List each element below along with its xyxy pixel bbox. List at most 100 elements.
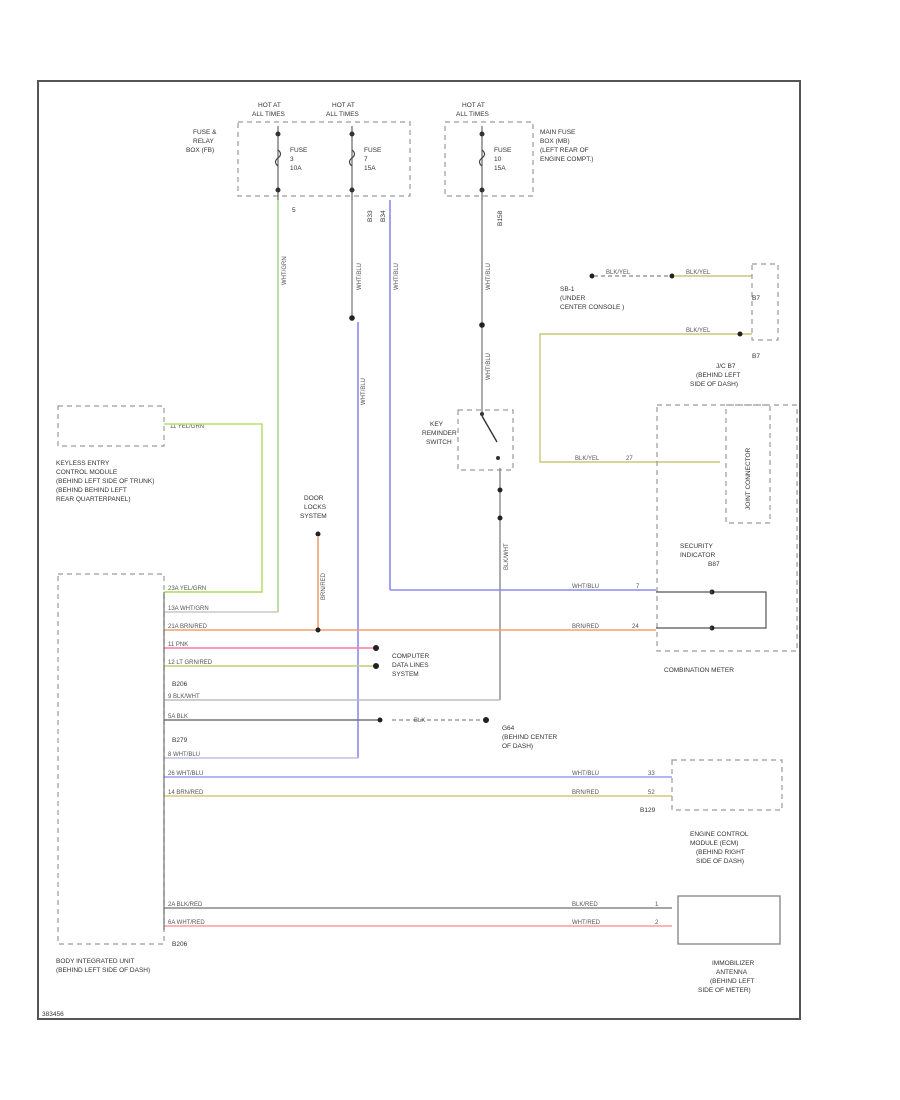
- wire-label-top3: WHT/BLU: [361, 378, 367, 405]
- biu-l1: BODY INTEGRATED UNIT: [56, 958, 135, 965]
- fuse-box-right-l4: ENGINE COMPT.): [540, 156, 593, 163]
- svg-text:6A WHT/RED: 6A WHT/RED: [168, 920, 205, 926]
- ecm-l2: MODULE (ECM): [690, 840, 738, 847]
- sec-blu-label: WHT/BLU: [572, 584, 599, 590]
- brn-red-splice: [315, 627, 321, 633]
- imm-blk-pin: 1: [655, 902, 659, 908]
- svg-text:12 LT GRN/RED: 12 LT GRN/RED: [168, 660, 213, 666]
- key-switch-l2: REMINDER: [422, 430, 457, 437]
- door-locks-l2: LOCKS: [304, 504, 327, 511]
- svg-text:21A BRN/RED: 21A BRN/RED: [168, 624, 208, 630]
- ecm-l1: ENGINE CONTROL: [690, 831, 749, 838]
- svg-text:8 WHT/BLU: 8 WHT/BLU: [168, 752, 200, 758]
- keyless-l3: (BEHIND LEFT SIDE OF TRUNK): [56, 478, 154, 485]
- fuse-box-left-l1: FUSE &: [193, 129, 217, 136]
- computer-dot2: [373, 663, 379, 669]
- fuse-box-right-l2: BOX (MB): [540, 138, 570, 145]
- ecm-box: [671, 759, 783, 811]
- figure-id: 383456: [42, 1011, 64, 1018]
- wire-label-fuse10: WHT/BLU: [486, 263, 492, 290]
- sec-brn-pin: 24: [632, 624, 639, 630]
- hot-at-2-l1: HOT AT: [332, 102, 355, 109]
- immobilizer-box: [677, 895, 781, 945]
- sb1-wire-label-right: BLK/YEL: [686, 270, 711, 276]
- key-switch-blade: [481, 415, 498, 443]
- svg-text:10: 10: [494, 156, 502, 163]
- fuse-10: FUSE 10 15A: [478, 126, 512, 200]
- jc-pin: 27: [626, 456, 633, 462]
- svg-text:15A: 15A: [494, 165, 506, 172]
- sb1-dot-left: [589, 273, 595, 279]
- key-switch-contact: [496, 456, 500, 460]
- sec-blu-pin: 7: [636, 584, 640, 590]
- wire-label-top2: WHT/BLU: [357, 263, 363, 290]
- computer-data-l3: SYSTEM: [392, 671, 419, 678]
- wire-label-fuse10-lower: WHT/BLU: [486, 353, 492, 380]
- jc-b7-l2: (BEHIND LEFT: [696, 372, 740, 379]
- imm-l3: (BEHIND LEFT: [710, 978, 754, 985]
- sb1-l2: (UNDER: [560, 295, 586, 302]
- hot-at-3-l2: ALL TIMES: [456, 111, 490, 118]
- g64-blk-label: BLK: [414, 718, 425, 724]
- ecm-l3: (BEHIND RIGHT: [696, 849, 745, 856]
- hot-at-1-l1: HOT AT: [258, 102, 281, 109]
- ecm-brn-pin: 52: [648, 790, 655, 796]
- ecm-brn-label: BRN/RED: [572, 790, 600, 796]
- svg-text:26 WHT/BLU: 26 WHT/BLU: [168, 771, 203, 777]
- sb1-l1: SB-1: [560, 286, 575, 293]
- security-l2: INDICATOR: [680, 552, 715, 559]
- fuse-box-right-l3: (LEFT REAR OF: [540, 147, 589, 154]
- sec-brn-label: BRN/RED: [572, 624, 600, 630]
- keyless-l4: (BEHIND BEHIND LEFT: [56, 487, 127, 494]
- sb1-l3: CENTER CONSOLE ): [560, 304, 624, 311]
- key-out-label: BLK/WHT: [504, 543, 510, 570]
- svg-text:FUSE: FUSE: [494, 147, 512, 154]
- fuse-box-right-l1: MAIN FUSE: [540, 129, 576, 136]
- sb1-output-wire: [539, 333, 752, 463]
- svg-text:15A: 15A: [364, 165, 376, 172]
- key-out-dot2: [497, 515, 503, 521]
- wire-label-top4: WHT/BLU: [394, 263, 400, 290]
- imm-l2: ANTENNA: [716, 969, 748, 976]
- splice-fuse7: [349, 315, 355, 321]
- door-locks-wire-label: BRN/RED: [321, 572, 327, 600]
- door-locks-l1: DOOR: [304, 495, 324, 502]
- hot-at-3-l1: HOT AT: [462, 102, 485, 109]
- key-switch-l1: KEY: [430, 421, 444, 428]
- sb1-connector: [751, 263, 779, 341]
- jc-in-label: BLK/YEL: [575, 456, 600, 462]
- key-out-dot: [497, 487, 503, 493]
- hot-at-1-l2: ALL TIMES: [252, 111, 286, 118]
- keyless-pin: 11 YEL/GRN: [170, 424, 204, 430]
- sb1-wire-label-left: BLK/YEL: [606, 270, 631, 276]
- body-integrated-unit-box: [57, 573, 165, 945]
- imm-blk-label: BLK/RED: [572, 902, 598, 908]
- sb1-out-label: BLK/YEL: [686, 328, 711, 334]
- svg-text:3: 3: [290, 156, 294, 163]
- conn-5: 5: [292, 207, 296, 214]
- key-reminder-box: [457, 409, 514, 471]
- svg-text:FUSE: FUSE: [290, 147, 308, 154]
- svg-text:14 BRN/RED: 14 BRN/RED: [168, 790, 204, 796]
- b129: B129: [640, 807, 656, 814]
- b206-bottom: B206: [172, 941, 188, 948]
- joint-connector-label: JOINT CONNECTOR: [745, 447, 752, 510]
- b7-bottom: B7: [752, 353, 760, 360]
- g64-l2: (BEHIND CENTER: [502, 734, 558, 741]
- b7-top: B7: [752, 295, 760, 302]
- combination-meter-box: [656, 404, 798, 652]
- g64-l1: G64: [502, 725, 515, 732]
- security-indicator-loop: [712, 591, 767, 629]
- svg-text:13A WHT/GRN: 13A WHT/GRN: [168, 606, 209, 612]
- diagram-frame: [37, 80, 801, 1020]
- ecm-blu-pin: 33: [648, 771, 655, 777]
- g64-dot-left: [377, 717, 383, 723]
- splice-fuse10: [479, 322, 485, 328]
- imm-l1: IMMOBILIZER: [712, 960, 755, 967]
- svg-text:23A YEL/GRN: 23A YEL/GRN: [168, 586, 206, 592]
- computer-dot1: [373, 645, 379, 651]
- conn-b34: B34: [380, 210, 387, 222]
- fuse-3: FUSE 3 10A: [274, 126, 308, 200]
- imm-wht-label: WHT/RED: [572, 920, 601, 926]
